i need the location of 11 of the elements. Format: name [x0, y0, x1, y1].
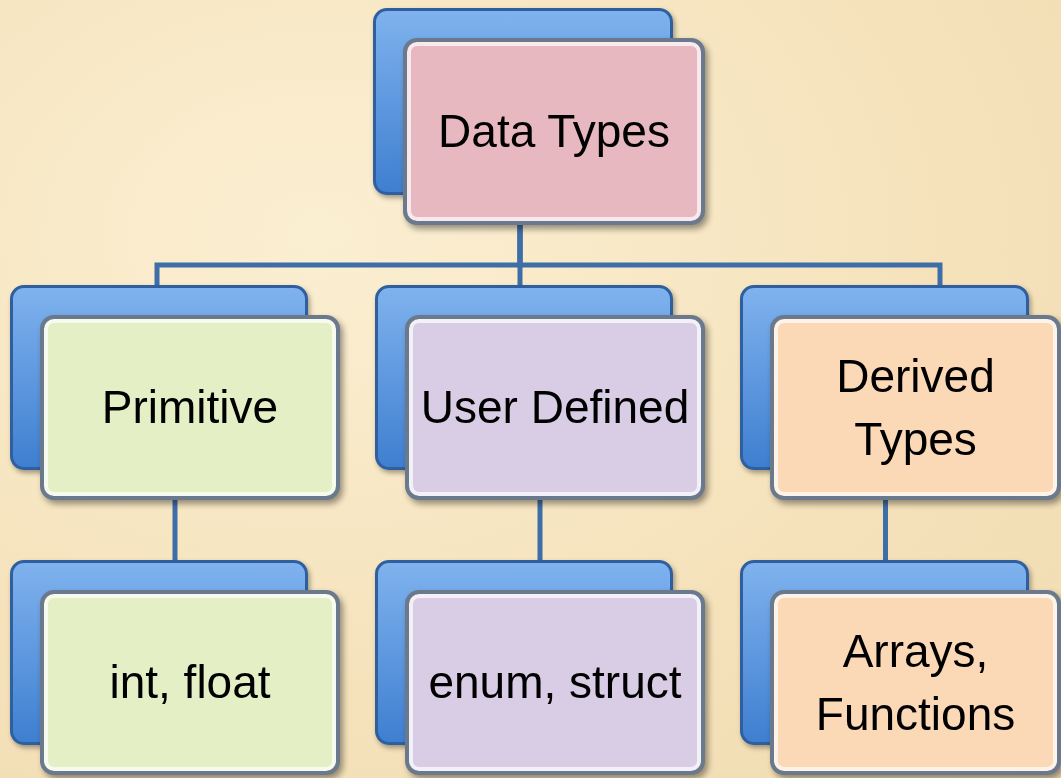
box-label: int, float — [108, 655, 272, 711]
box-label: Data Types — [437, 104, 671, 160]
connector-line — [172, 500, 178, 560]
box-label: Derived Types — [835, 349, 996, 467]
box-label: enum, struct — [427, 655, 683, 711]
box-label: Primitive — [100, 380, 280, 436]
box-label: User Defined — [419, 380, 691, 436]
connector-line — [537, 500, 543, 560]
connector-line — [517, 225, 943, 285]
connector-line — [883, 500, 888, 560]
box-label: Arrays, Functions — [814, 624, 1017, 742]
